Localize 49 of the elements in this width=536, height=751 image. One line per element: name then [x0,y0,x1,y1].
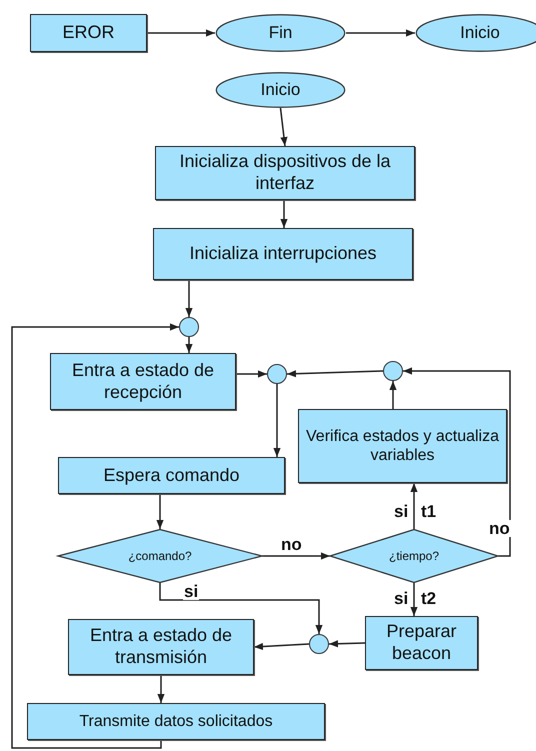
arrow [157,675,165,703]
branch-label: t2 [420,590,438,607]
process-box [155,146,415,200]
arrow [328,640,366,648]
node-text: Entra a estado de recepción [70,360,216,404]
process-box [365,616,478,670]
node-text: Inicializa interrupciones [189,243,377,265]
node-text: Verifica estados y actualiza variables [305,426,500,466]
arrow [11,323,179,749]
arrow [159,583,323,634]
arrow [273,384,281,457]
arrow [410,583,418,616]
edge-label: si [393,503,410,520]
node-text: ¿comando? [128,549,192,563]
node-text: Inicio [260,80,300,100]
arrow [389,381,397,409]
process-box [298,409,507,483]
node-text: Preparar beacon [385,621,458,665]
node-text: Entra a estado de transmisión [88,625,234,669]
branch-label: t1 [420,503,438,520]
node-text: Fin [268,23,292,43]
arrow [410,483,418,529]
arrow [236,370,267,378]
node-text: EROR [62,22,114,44]
arrow [262,552,330,560]
arrow [156,494,164,529]
arrow [346,29,415,37]
arrow [286,370,384,378]
node-text: Transmite datos solicitados [79,712,273,732]
arrow [185,337,193,353]
process-box [153,228,413,280]
process-box [68,619,254,675]
node-text: Espera comando [103,464,240,486]
node-text: ¿tiempo? [388,549,440,563]
process-box [30,14,147,52]
node-text: Inicio [460,23,500,43]
arrow [280,200,288,228]
node-text: Inicializa dispositivos de la interfaz [178,151,392,195]
arrow [147,29,215,37]
process-box [58,457,285,494]
arrow [254,642,310,650]
edge-label: si [183,583,200,600]
process-box [50,353,236,410]
edge-label: si [393,590,410,607]
process-box [27,703,325,740]
edge-label: no [488,520,511,537]
arrow [185,280,193,317]
arrow [280,108,288,146]
arrow [403,367,511,557]
